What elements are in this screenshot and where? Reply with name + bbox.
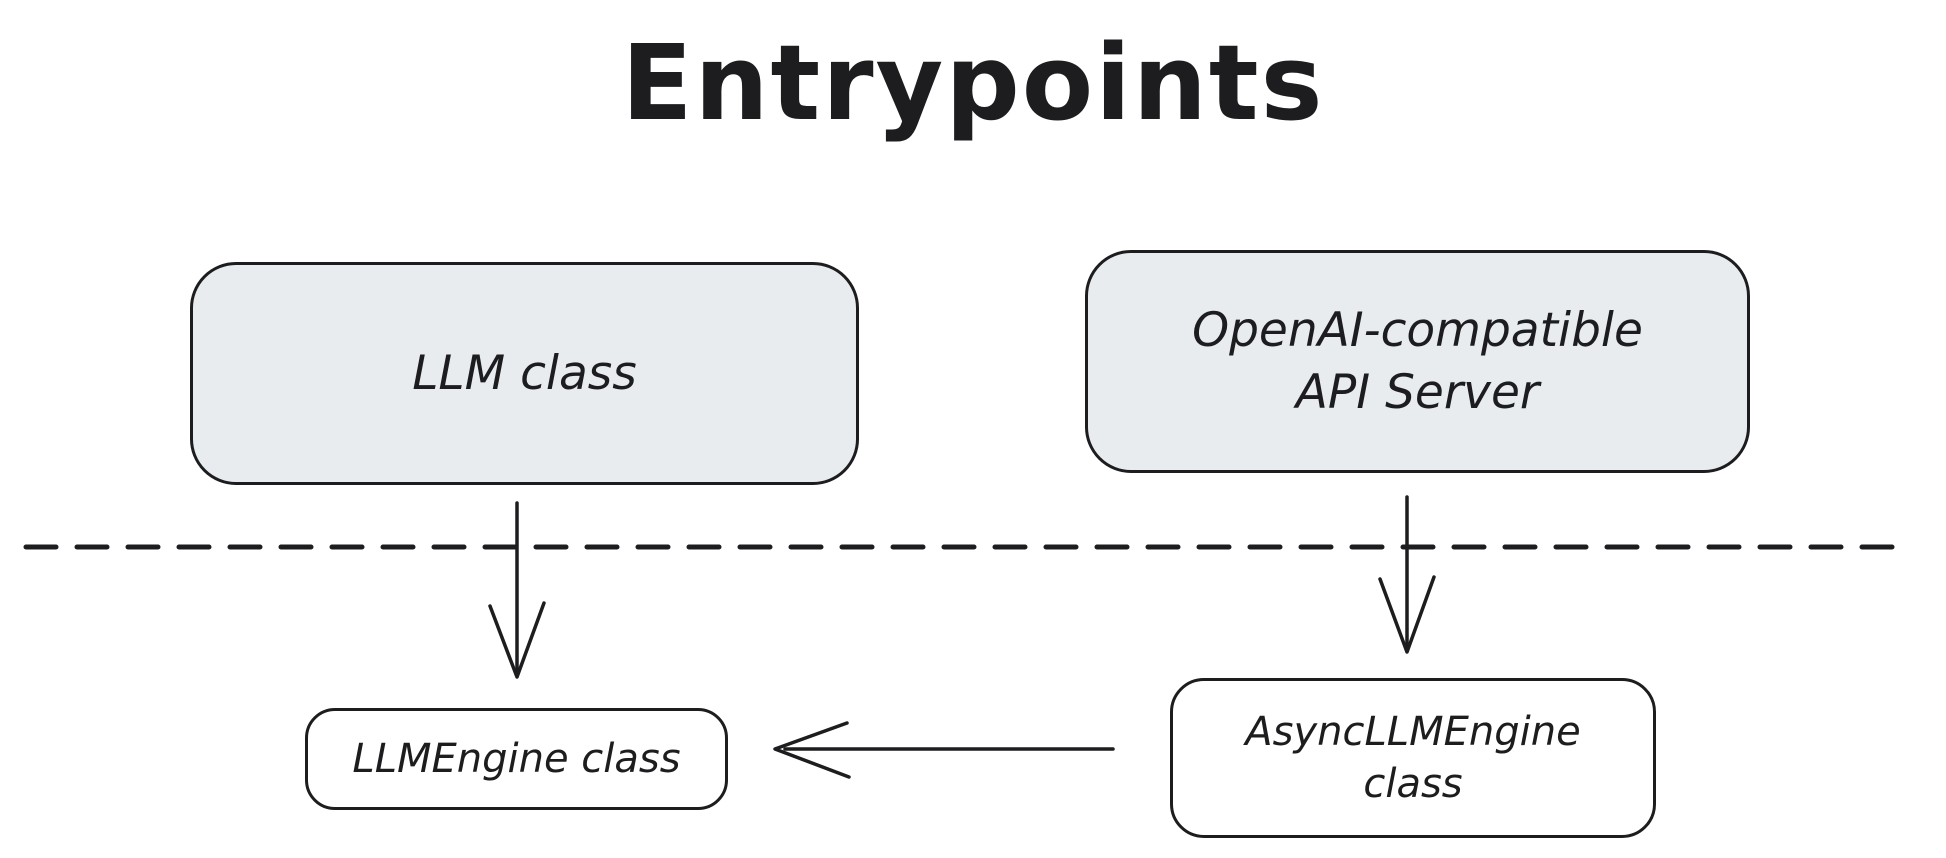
diagram-title: Entrypoints (621, 22, 1325, 144)
arrow-head-icon (488, 601, 546, 679)
node-label: AsyncLLMEngine (1245, 709, 1581, 755)
node-async-llm-engine: AsyncLLMEngine class (1170, 678, 1656, 838)
node-label: class (1363, 761, 1463, 807)
node-label: OpenAI-compatible (1192, 303, 1643, 359)
node-label: API Server (1295, 364, 1540, 420)
node-label: LLM class (412, 345, 637, 401)
node-llm-engine: LLMEngine class (305, 708, 728, 810)
arrow-apiserver-to-asyncllmengine (1378, 495, 1436, 654)
node-label: LLMEngine class (352, 736, 681, 782)
arrow-llmclass-to-llmengine (488, 501, 546, 679)
node-llm-class: LLM class (190, 262, 859, 485)
arrow-head-icon (1378, 575, 1436, 654)
node-api-server: OpenAI-compatible API Server (1085, 250, 1750, 473)
arrow-asyncllmengine-to-llmengine (773, 721, 1115, 779)
arrow-head-icon (773, 721, 851, 779)
